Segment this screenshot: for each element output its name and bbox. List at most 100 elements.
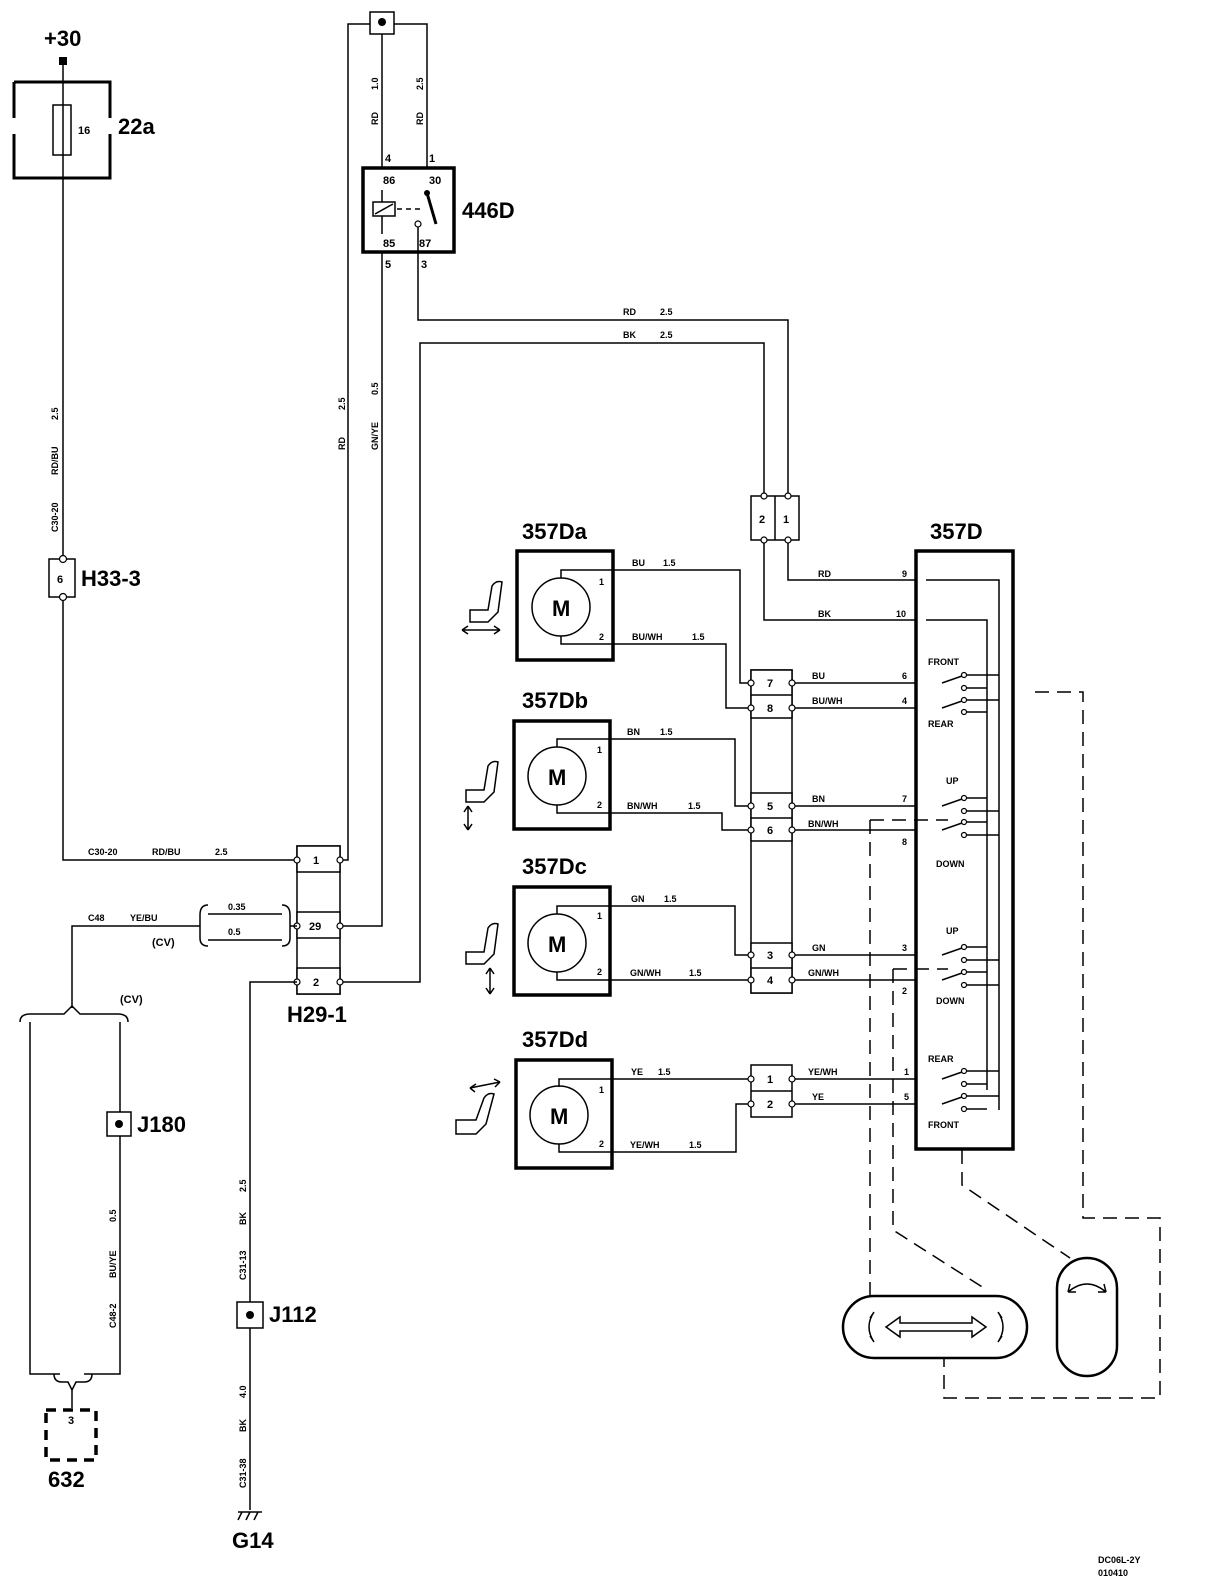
h29-pin1-size: 2.5 [337,397,347,410]
block-pin-3: 3 [767,950,773,962]
j112-id: J112 [269,1302,317,1327]
c31-13-size: 2.5 [238,1179,248,1192]
relay-85-size: 0.5 [370,382,380,395]
motor-357dd-symbol: M [550,1104,568,1129]
motor-357db: 357Db M 1 2 BN 1.5 BN/WH 1.5 [512,688,751,831]
out-pin-6: 6 [902,671,907,681]
block-lower-pin-2: 2 [767,1099,773,1111]
block-pin-6: 6 [767,825,773,837]
out-pin-7: 7 [902,794,907,804]
relay-86-size: 1.0 [370,77,380,90]
block-pin-4: 4 [767,975,774,987]
c48-2-color: BU/YE [108,1250,118,1278]
out-color-buwh: BU/WH [812,696,843,706]
fuse-id: 22a [118,114,155,139]
switch-unit-id: 357D [930,519,983,544]
c31-13-color: BK [238,1212,248,1225]
seat-fore-aft-icon [461,580,503,635]
h29-in-circuit: C30-20 [88,847,118,857]
pos-up-2: UP [946,926,959,936]
pos-front-1: FRONT [928,657,959,667]
c632-pin: 3 [68,1415,74,1427]
motor-357dd-id: 357Dd [522,1027,588,1052]
c31-38-color: BK [238,1419,248,1432]
h29-in-color: RD/BU [152,847,181,857]
out-pin-2: 2 [902,986,907,996]
relay-pin-30: 30 [429,175,441,187]
pos-down-1: DOWN [936,859,965,869]
motor-357dd-w2: YE/WH [630,1140,660,1150]
h29-pin2-size: 2.5 [660,330,673,340]
seat-backrest-icon [455,1078,501,1135]
relay-85-color: GN/YE [370,422,380,450]
block-pin-8: 8 [767,703,773,715]
h29-pin1-color: RD [337,437,347,450]
relay-pin-85: 85 [383,238,395,250]
ground-g14: G14 [232,1511,274,1553]
out-color-gnwh: GN/WH [808,968,839,978]
motor-357db-symbol: M [548,765,566,790]
connector-top-pair: 2 1 [750,492,800,544]
motor-357da-w2: BU/WH [632,632,663,642]
j180-id: J180 [137,1112,186,1137]
motor-357db-s2: 1.5 [688,801,701,811]
pos-up-1: UP [946,776,959,786]
switch-unit-357d: 357D FRONT REAR UP DOWN UP DOWN REAR FRO… [914,519,1015,1151]
top-splice [369,11,395,35]
h29-pin-2: 2 [313,977,319,989]
connector-h29-1: 1 29 2 H29-1 [287,845,347,1027]
motor-357db-pin2: 2 [597,800,602,810]
relay-conn-pin-4: 4 [385,153,392,165]
connector-j180: J180 [106,1111,186,1137]
c31-38-size: 4.0 [238,1385,248,1398]
relay-conn-pin-1: 1 [429,153,435,165]
footer-number: 010410 [1098,1568,1128,1578]
block-pin-7: 7 [767,678,773,690]
footer-code: DC06L-2Y [1098,1555,1141,1565]
relay-87-color: RD [623,307,636,317]
motor-357da-pin2: 2 [599,632,604,642]
out-color-ye: YE [812,1092,824,1102]
out-pin-8: 8 [902,837,907,847]
pos-rear-1: REAR [928,719,954,729]
out-color-gn: GN [812,943,826,953]
relay-pin-87: 87 [419,238,431,250]
fuse-out-circuit: C30-20 [50,502,60,532]
sw-pin-10: 10 [896,609,906,619]
motor-357da-s2: 1.5 [692,632,705,642]
c48-2-size: 0.5 [108,1209,118,1222]
fuse-out-size: 2.5 [50,407,60,420]
motor-357da-pin1: 1 [599,577,604,587]
c31-38-circuit: C31-38 [238,1458,248,1488]
h29-pin2-color: BK [623,330,636,340]
relay-id: 446D [462,198,515,223]
c48-size-b: 0.5 [228,927,241,937]
h29-pin-1: 1 [313,855,319,867]
motor-357dd-pin2: 2 [599,1139,604,1149]
block-pin-5: 5 [767,801,773,813]
h29-pin-29: 29 [309,921,321,933]
fuse-out-color: RD/BU [50,447,60,476]
out-pin-5: 5 [904,1092,909,1102]
motor-357db-pin1: 1 [597,745,602,755]
motor-357dc-s2: 1.5 [689,968,702,978]
relay-30-color: RD [415,112,425,125]
h29-id: H29-1 [287,1002,347,1027]
motor-357dd-s2: 1.5 [689,1140,702,1150]
connector-j112: J112 [236,1301,317,1329]
fore-aft-tilt-control-icon [841,1294,1029,1360]
motor-357da-symbol: M [552,596,570,621]
motor-357dc-pin1: 1 [597,911,602,921]
pos-rear-2: REAR [928,1054,954,1064]
out-pin-4: 4 [902,696,907,706]
top-pair-pin-1: 1 [783,514,789,526]
backrest-control-icon [1055,1256,1119,1378]
c632-id: 632 [48,1467,85,1492]
seat-height-front-icon [463,760,499,831]
motor-357da-w1: BU [632,558,645,568]
connector-h33-3: 6 H33-3 [48,554,141,602]
fuse-22a: 16 22a [12,80,155,180]
motor-357dc-w2: GN/WH [630,968,661,978]
block-lower-pin-1: 1 [767,1074,773,1086]
motor-357db-s1: 1.5 [660,727,673,737]
